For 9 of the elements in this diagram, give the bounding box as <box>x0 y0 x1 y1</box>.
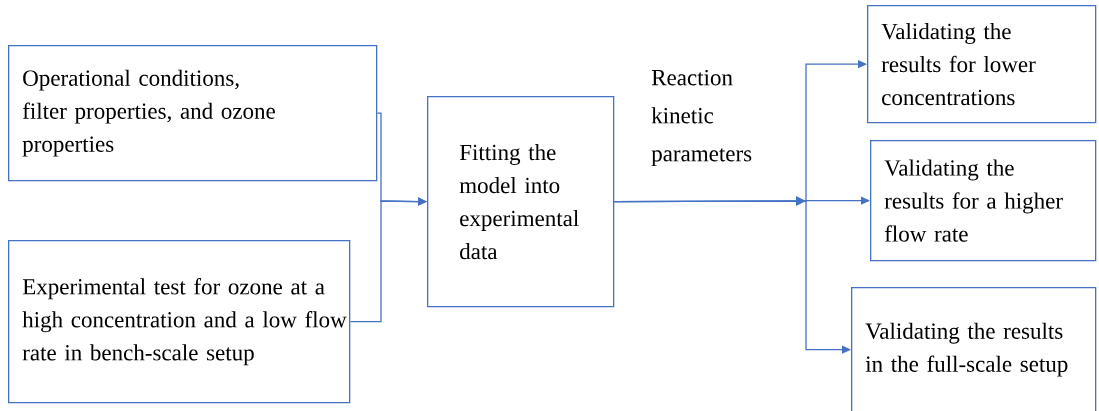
process-box: Validating the results for a higher flow rate <box>870 140 1097 262</box>
process-box: Validating the results in the full-scale setup <box>851 287 1097 411</box>
arrow <box>349 197 427 323</box>
arrow <box>613 200 851 354</box>
edge-label: Reaction kinetic parameters <box>651 69 752 167</box>
process-box: Operational conditions, filter properties, and ozone properties <box>8 45 378 182</box>
process-box: Fitting the model into experimental data <box>427 96 615 308</box>
process-box: Experimental test for ozone at a high concentration and a low flow rate in bench-scale setup <box>8 240 351 404</box>
process-box: Validating the results for lower concentrations <box>867 5 1097 124</box>
